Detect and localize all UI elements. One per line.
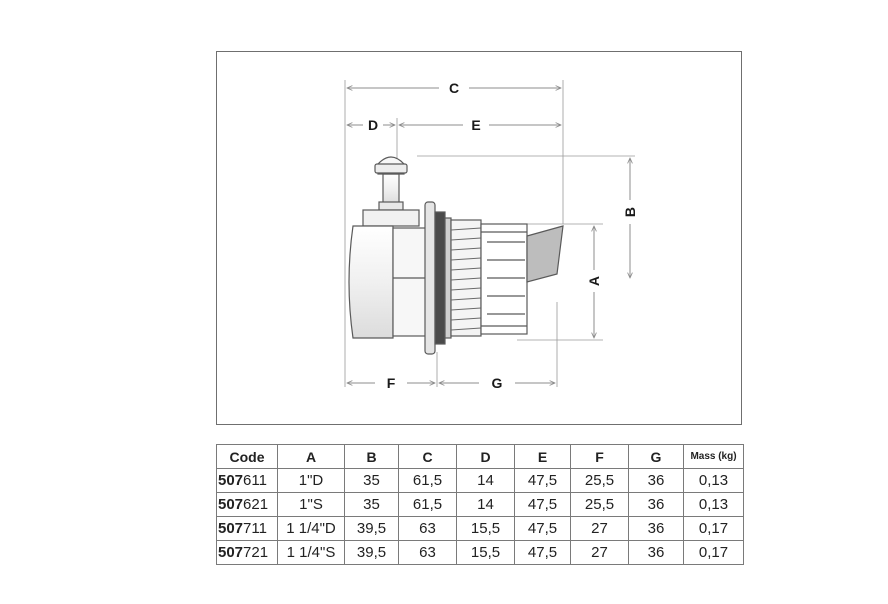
dimension-labels: C D E B A F G	[368, 80, 638, 391]
label-e: E	[471, 117, 480, 133]
cell-c: 61,5	[398, 468, 457, 493]
cell-f: 25,5	[570, 492, 629, 517]
cell-mass: 0,13	[683, 492, 744, 517]
dimensions-table: Code A B C D E F G Mass (kg) 507611 1"D …	[216, 444, 744, 565]
label-g: G	[492, 375, 503, 391]
cell-code: 507621	[216, 492, 278, 517]
label-b: B	[622, 207, 638, 217]
header-g: G	[628, 444, 684, 469]
cell-g: 36	[628, 468, 684, 493]
cell-c: 63	[398, 516, 457, 541]
code-prefix: 507	[218, 544, 244, 561]
technical-drawing: C D E B A F G	[216, 51, 742, 425]
cell-mass: 0,13	[683, 468, 744, 493]
cell-a: 1 1/4"D	[277, 516, 345, 541]
header-a: A	[277, 444, 345, 469]
cell-code: 507721	[216, 540, 278, 565]
cell-g: 36	[628, 540, 684, 565]
cell-f: 25,5	[570, 468, 629, 493]
cell-b: 39,5	[344, 516, 399, 541]
cell-d: 14	[456, 468, 515, 493]
valve-dimension-diagram: C D E B A F G	[344, 80, 638, 391]
header-mass: Mass (kg)	[683, 444, 744, 469]
code-prefix: 507	[218, 496, 244, 513]
cell-e: 47,5	[514, 540, 571, 565]
cell-g: 36	[628, 516, 684, 541]
code-suffix: 721	[243, 544, 269, 561]
cell-d: 14	[456, 492, 515, 517]
cell-a: 1"S	[277, 492, 345, 517]
table-row: 507621 1"S 35 61,5 14 47,5 25,5 36 0,13	[216, 492, 744, 517]
label-a: A	[586, 276, 602, 286]
cell-b: 39,5	[344, 540, 399, 565]
cell-code: 507611	[216, 468, 278, 493]
extension-lines	[344, 80, 635, 387]
table-row: 507711 1 1/4"D 39,5 63 15,5 47,5 27 36 0…	[216, 516, 744, 541]
table-row: 507721 1 1/4"S 39,5 63 15,5 47,5 27 36 0…	[216, 540, 744, 565]
code-suffix: 711	[243, 520, 267, 537]
dimension-lines	[347, 88, 630, 383]
cell-mass: 0,17	[683, 516, 744, 541]
label-c: C	[449, 80, 459, 96]
header-b: B	[344, 444, 399, 469]
cell-mass: 0,17	[683, 540, 744, 565]
cell-f: 27	[570, 540, 629, 565]
valve-illustration	[348, 156, 564, 355]
cell-g: 36	[628, 492, 684, 517]
cell-f: 27	[570, 516, 629, 541]
header-f: F	[570, 444, 629, 469]
code-prefix: 507	[218, 472, 244, 489]
header-e: E	[514, 444, 571, 469]
cell-d: 15,5	[456, 516, 515, 541]
cell-b: 35	[344, 492, 399, 517]
cell-code: 507711	[216, 516, 278, 541]
cell-c: 61,5	[398, 492, 457, 517]
table-row: 507611 1"D 35 61,5 14 47,5 25,5 36 0,13	[216, 468, 744, 493]
code-suffix: 621	[243, 496, 269, 513]
header-c: C	[398, 444, 457, 469]
table-header-row: Code A B C D E F G Mass (kg)	[216, 444, 744, 469]
cell-a: 1 1/4"S	[277, 540, 345, 565]
code-prefix: 507	[218, 520, 244, 537]
label-d: D	[368, 117, 378, 133]
cell-e: 47,5	[514, 492, 571, 517]
cell-e: 47,5	[514, 468, 571, 493]
code-suffix: 611	[243, 472, 267, 489]
cell-a: 1"D	[277, 468, 345, 493]
cell-e: 47,5	[514, 516, 571, 541]
cell-b: 35	[344, 468, 399, 493]
cell-d: 15,5	[456, 540, 515, 565]
label-f: F	[387, 375, 396, 391]
cell-c: 63	[398, 540, 457, 565]
header-code: Code	[216, 444, 278, 469]
header-d: D	[456, 444, 515, 469]
